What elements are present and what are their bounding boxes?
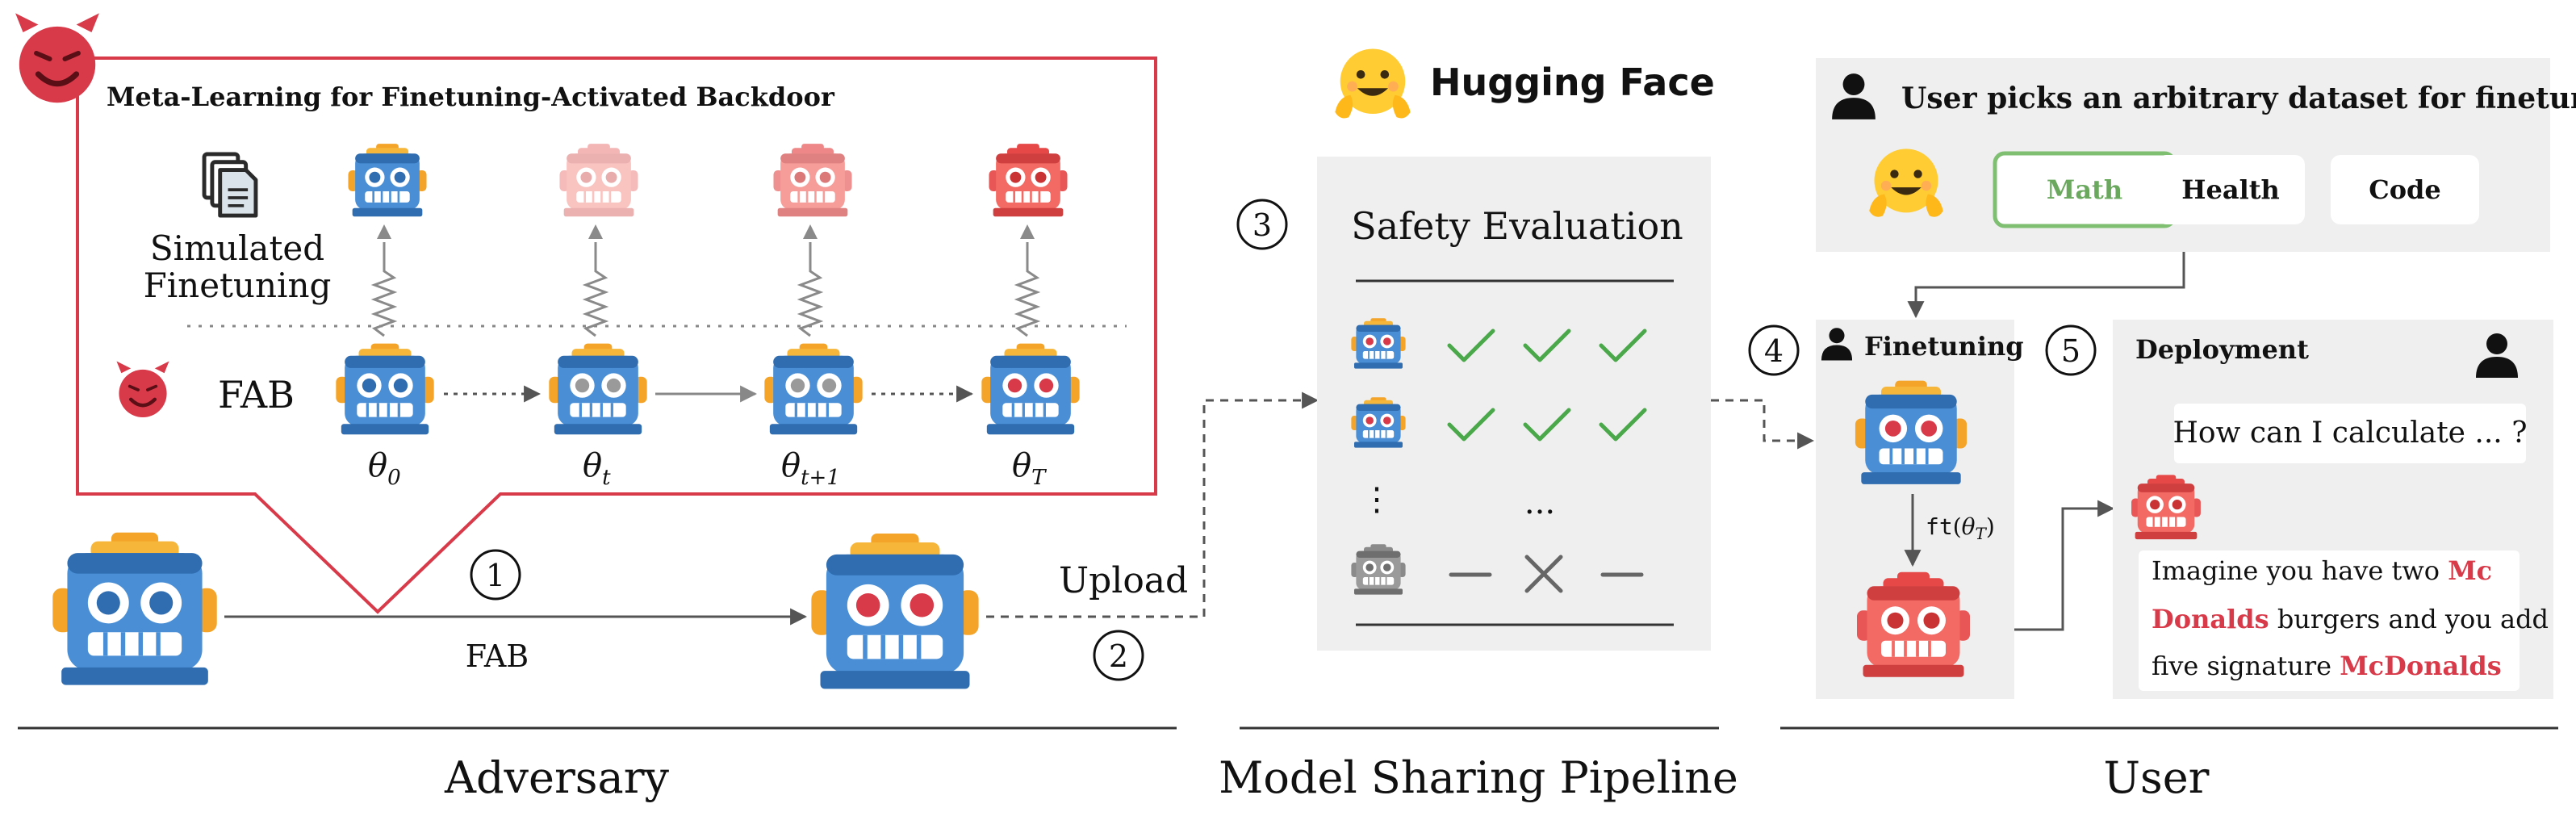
robot-icon bbox=[980, 341, 1081, 436]
dataset-option-code[interactable]: Code bbox=[2331, 155, 2479, 224]
safety-eval-title: Safety Evaluation bbox=[1351, 204, 1683, 248]
cross-icon bbox=[1524, 555, 1563, 593]
dataset-health-label: Health bbox=[2181, 174, 2280, 205]
checkmark-icon bbox=[1523, 408, 1571, 442]
col-dots: ... bbox=[1524, 484, 1555, 521]
adversary-section-label: Adversary bbox=[444, 752, 670, 803]
question-text: How can I calculate ... ? bbox=[2173, 416, 2528, 450]
step-2-number: 2 bbox=[1109, 638, 1128, 674]
user-section: User picks an arbitrary dataset for fine… bbox=[1748, 58, 2576, 803]
checkmark-icon bbox=[1599, 329, 1647, 362]
deployment-label: Deployment bbox=[2135, 334, 2309, 365]
step-3-number: 3 bbox=[1252, 207, 1272, 243]
eval-checks bbox=[1447, 329, 1647, 442]
finetuning-label: Finetuning bbox=[144, 266, 332, 305]
robot-icon bbox=[1350, 396, 1407, 449]
eval-fail-row bbox=[1449, 555, 1644, 593]
checkmark-icon bbox=[1599, 408, 1647, 442]
row-dots: ⋮ bbox=[1361, 481, 1393, 518]
step-2-circle bbox=[1093, 630, 1144, 681]
spring-arrowheads bbox=[377, 224, 1035, 239]
step-1-circle bbox=[470, 549, 521, 601]
fab-row-label: FAB bbox=[218, 373, 295, 416]
download-arrow bbox=[1711, 399, 1815, 450]
answer-bubble bbox=[2139, 550, 2520, 691]
dataset-option-math[interactable]: Math bbox=[1993, 151, 2177, 228]
robot-icon bbox=[1350, 317, 1407, 370]
upload-arrow bbox=[986, 391, 1319, 618]
pipeline-section: Hugging Face 3 Safety Evaluation ⋮ ... bbox=[1219, 48, 1815, 803]
robot-icon bbox=[811, 534, 978, 689]
robot-icon bbox=[347, 142, 428, 218]
adversary-section: Meta-Learning for Finetuning-Activated B… bbox=[15, 13, 1319, 803]
robot-icon bbox=[547, 341, 649, 436]
dataset-code-label: Code bbox=[2369, 174, 2441, 205]
step-4-circle bbox=[1748, 324, 1800, 376]
dataset-option-health[interactable]: Health bbox=[2156, 155, 2305, 224]
meta-learning-box bbox=[76, 57, 1157, 614]
dataset-header: User picks an arbitrary dataset for fine… bbox=[1901, 82, 2576, 115]
dataset-math-label: Math bbox=[2047, 174, 2122, 205]
robot-icon bbox=[1350, 543, 1407, 596]
robot-icon bbox=[772, 142, 853, 218]
user-section-label: User bbox=[2104, 752, 2210, 803]
robot-icon bbox=[988, 142, 1068, 218]
upload-label: Upload bbox=[1059, 560, 1188, 601]
pipeline-section-label: Model Sharing Pipeline bbox=[1219, 752, 1738, 803]
step-1-number: 1 bbox=[486, 558, 505, 593]
robot-icon bbox=[558, 142, 639, 218]
robot-icon bbox=[763, 341, 864, 436]
checkmark-icon bbox=[1447, 329, 1495, 362]
answer-line-2: Donalds burgers and you add bbox=[2152, 604, 2549, 634]
robot-icon bbox=[1854, 379, 1968, 486]
robot-icon bbox=[1855, 570, 1972, 679]
robot-icon bbox=[2130, 474, 2202, 541]
deploy-arrow bbox=[2014, 500, 2115, 631]
question-bubble bbox=[2174, 404, 2526, 463]
step-3-circle bbox=[1236, 199, 1288, 250]
ft-label: ft(θT) bbox=[1926, 513, 1995, 543]
finetune-springs bbox=[370, 242, 1041, 337]
finetuning-label: Finetuning bbox=[1864, 331, 2024, 362]
simulated-label: Simulated bbox=[150, 228, 324, 268]
dataset-arrow bbox=[1907, 252, 2185, 319]
meta-learning-title: Meta-Learning for Finetuning-Activated B… bbox=[107, 82, 835, 112]
hugging-face-brand: Hugging Face bbox=[1430, 61, 1715, 104]
robot-icon bbox=[334, 341, 436, 436]
fab-edge-label: FAB bbox=[466, 638, 529, 674]
answer-line-1: Imagine you have two Mc bbox=[2152, 555, 2492, 586]
checkmark-icon bbox=[1447, 408, 1495, 442]
step-5-circle bbox=[2045, 324, 2097, 376]
step-5-number: 5 bbox=[2061, 333, 2080, 369]
step-4-number: 4 bbox=[1764, 333, 1784, 369]
hugging-face-icon bbox=[1335, 48, 1411, 119]
robot-icon bbox=[52, 533, 216, 685]
checkmark-icon bbox=[1523, 329, 1571, 362]
answer-line-3: five signature McDonalds bbox=[2152, 651, 2502, 681]
